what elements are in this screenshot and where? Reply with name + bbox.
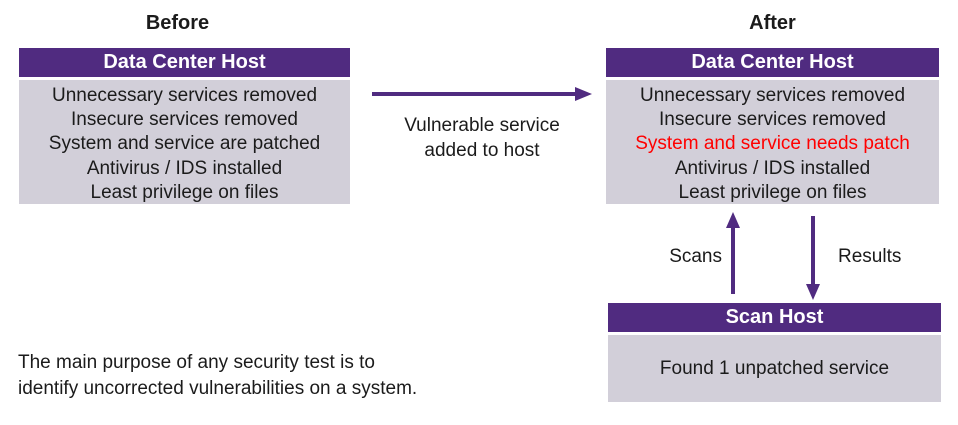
before-to-after-arrow-icon: [372, 87, 592, 101]
transition-label-line: Vulnerable service: [404, 115, 560, 136]
after-host-line-alert: System and service needs patch: [635, 133, 910, 155]
scans-up-arrow-icon: [726, 212, 740, 294]
before-host-line: Unnecessary services removed: [51, 85, 318, 106]
after-host-box: Data Center Host Unnecessary services re…: [606, 48, 939, 204]
after-host-body: Unnecessary services removed Insecure se…: [606, 80, 939, 204]
scan-host-header: Scan Host: [608, 303, 941, 332]
before-host-header: Data Center Host: [19, 48, 350, 77]
before-column-title: Before: [145, 12, 210, 34]
after-host-line: Antivirus / IDS installed: [674, 157, 871, 179]
transition-label: Vulnerable service added to host: [372, 113, 592, 163]
after-host-line: Least privilege on files: [678, 181, 867, 203]
after-host-line: Unnecessary services removed: [639, 85, 906, 106]
scans-label: Scans: [669, 246, 722, 267]
before-host-line: System and service are patched: [48, 133, 321, 155]
footnote: The main purpose of any security test is…: [18, 350, 417, 401]
before-host-box: Data Center Host Unnecessary services re…: [19, 48, 350, 204]
results-label: Results: [838, 246, 902, 267]
before-host-line: Antivirus / IDS installed: [86, 157, 283, 179]
before-host-body: Unnecessary services removed Insecure se…: [19, 80, 350, 204]
after-host-header: Data Center Host: [606, 48, 939, 77]
scan-host-body: Found 1 unpatched service: [608, 335, 941, 402]
footnote-line: identify uncorrected vulnerabilities on …: [18, 377, 418, 399]
after-host-line: Insecure services removed: [658, 109, 887, 131]
after-column-title: After: [749, 12, 796, 34]
scan-host-result: Found 1 unpatched service: [659, 357, 890, 379]
footnote-line: The main purpose of any security test is…: [18, 352, 375, 373]
transition-label-line: added to host: [424, 140, 540, 161]
before-host-line: Insecure services removed: [70, 109, 299, 131]
before-host-line: Least privilege on files: [90, 181, 279, 203]
scan-host-box: Scan Host Found 1 unpatched service: [608, 303, 941, 402]
results-down-arrow-icon: [806, 216, 820, 300]
